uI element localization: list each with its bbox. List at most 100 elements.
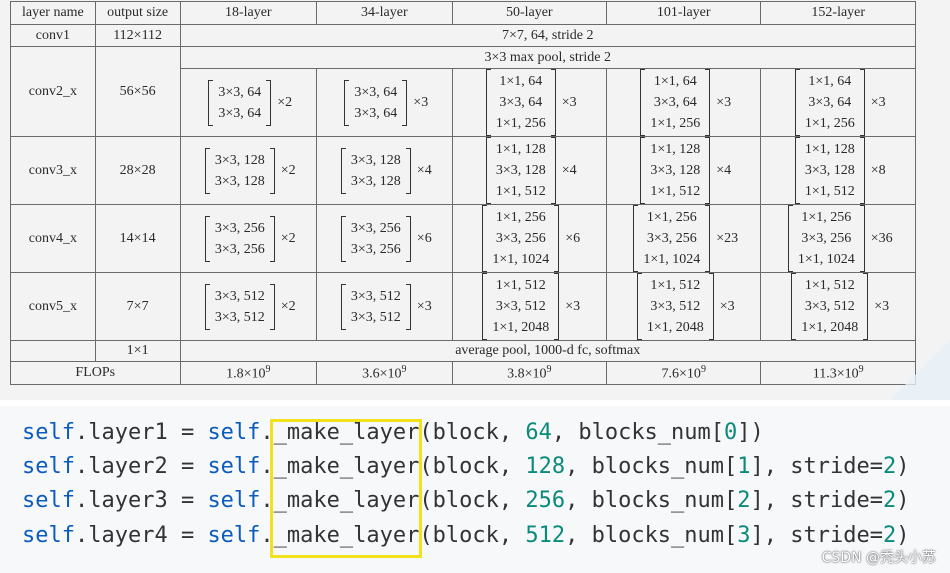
block-layer-spec: 1×1, 256 (804, 116, 855, 131)
block-layer-spec: 3×3, 512 (214, 309, 265, 325)
block-cell: 3×3, 512 3×3, 512 ×3 (316, 272, 453, 341)
block-layer-spec: 3×3, 64 (354, 84, 398, 100)
code-line: self.layer2 = self._make_layer(block, 12… (22, 454, 909, 479)
block-multiplier: ×4 (561, 162, 577, 178)
block-multiplier: ×2 (277, 94, 293, 110)
block-layer-spec: 1×1, 64 (499, 74, 543, 89)
residual-block: 1×1, 256 3×3, 256 1×1, 1024 ×36 (784, 205, 893, 272)
block-layer-spec: 1×1, 256 (646, 210, 697, 225)
block-layer-spec: 3×3, 256 (214, 220, 265, 236)
make-layer-highlight-box (270, 419, 422, 558)
block-layer-spec: 3×3, 512 (650, 299, 701, 314)
stride-number: 2 (882, 523, 897, 548)
stride-number: 2 (882, 488, 897, 513)
block-layer-spec: 3×3, 128 (495, 163, 546, 178)
pool-spec-cell: 3×3 max pool, stride 2 (179, 46, 916, 69)
channel-number: 512 (525, 523, 566, 548)
resnet-architecture-table: layer name output size 18-layer 34-layer… (10, 1, 916, 385)
block-layer-spec: 1×1, 256 (495, 210, 546, 225)
block-layer-spec: 3×3, 256 (646, 231, 697, 246)
code-assign: .layer1 = (74, 420, 208, 445)
block-multiplier: ×36 (870, 230, 893, 246)
output-size-cell: 7×7 (94, 272, 181, 341)
code-args: ], stride= (750, 488, 883, 513)
header-cell: layer name (10, 1, 96, 25)
flops-value-cell: 3.8×109 (451, 361, 608, 385)
block-layer-spec: 1×1, 1024 (797, 252, 855, 267)
code-assign: .layer2 = (74, 454, 208, 479)
block-layer-spec: 3×3, 512 (350, 288, 401, 304)
block-layer-spec: 1×1, 512 (495, 184, 546, 199)
fc-spec-cell: average pool, 1000-d fc, softmax (179, 340, 916, 362)
self-keyword: self (22, 488, 75, 513)
block-multiplier: ×4 (716, 162, 732, 178)
code-args: (block, (419, 420, 526, 445)
block-layer-spec: 3×3, 512 (804, 299, 855, 314)
code-args: ) (896, 523, 910, 548)
block-layer-spec: 3×3, 512 (350, 309, 401, 325)
flops-exponent: 9 (546, 363, 552, 375)
architecture-table-panel: layer name output size 18-layer 34-layer… (0, 0, 950, 400)
header-cell: 18-layer (179, 1, 318, 25)
block-layer-spec: 3×3, 256 (801, 231, 852, 246)
block-layer-spec: 1×1, 256 (801, 210, 852, 225)
block-layer-spec: 1×1, 512 (650, 184, 701, 199)
self-keyword: self (207, 454, 261, 479)
block-layer-spec: 3×3, 64 (218, 84, 262, 100)
index-number: 1 (737, 454, 751, 479)
self-keyword: self (207, 420, 261, 445)
block-multiplier: ×3 (719, 298, 735, 314)
index-number: 2 (737, 488, 751, 513)
block-multiplier: ×3 (716, 94, 732, 110)
flops-value-cell: 7.6×109 (605, 361, 762, 385)
block-multiplier: ×3 (416, 298, 432, 314)
block-layer-spec: 1×1, 2048 (492, 320, 550, 335)
block-layer-spec: 3×3, 64 (354, 105, 398, 121)
flops-exponent: 9 (401, 363, 407, 375)
block-layer-spec: 1×1, 2048 (646, 320, 704, 335)
output-size-cell: 28×28 (94, 136, 181, 205)
flops-exponent: 9 (700, 363, 706, 375)
code-args: , blocks_num[ (551, 420, 725, 445)
flops-base: 3.8×10 (507, 366, 547, 382)
make-layer-call: ._make_layer (260, 523, 420, 548)
block-layer-spec: 3×3, 128 (804, 163, 855, 178)
block-layer-spec: 3×3, 256 (214, 241, 265, 257)
code-snippet-panel: self.layer1 = self._make_layer(block, 64… (0, 406, 950, 573)
code-assign: .layer3 = (74, 488, 208, 513)
block-layer-spec: 3×3, 64 (808, 95, 852, 110)
header-cell: 34-layer (316, 1, 453, 25)
table-header-row: layer name output size 18-layer 34-layer… (10, 1, 916, 25)
code-line: self.layer4 = self._make_layer(block, 51… (22, 523, 909, 548)
code-args: ]) (737, 420, 764, 445)
channel-number: 64 (525, 420, 552, 445)
channel-number: 128 (525, 454, 566, 479)
block-bracket: 3×3, 64 3×3, 64 (344, 79, 408, 126)
